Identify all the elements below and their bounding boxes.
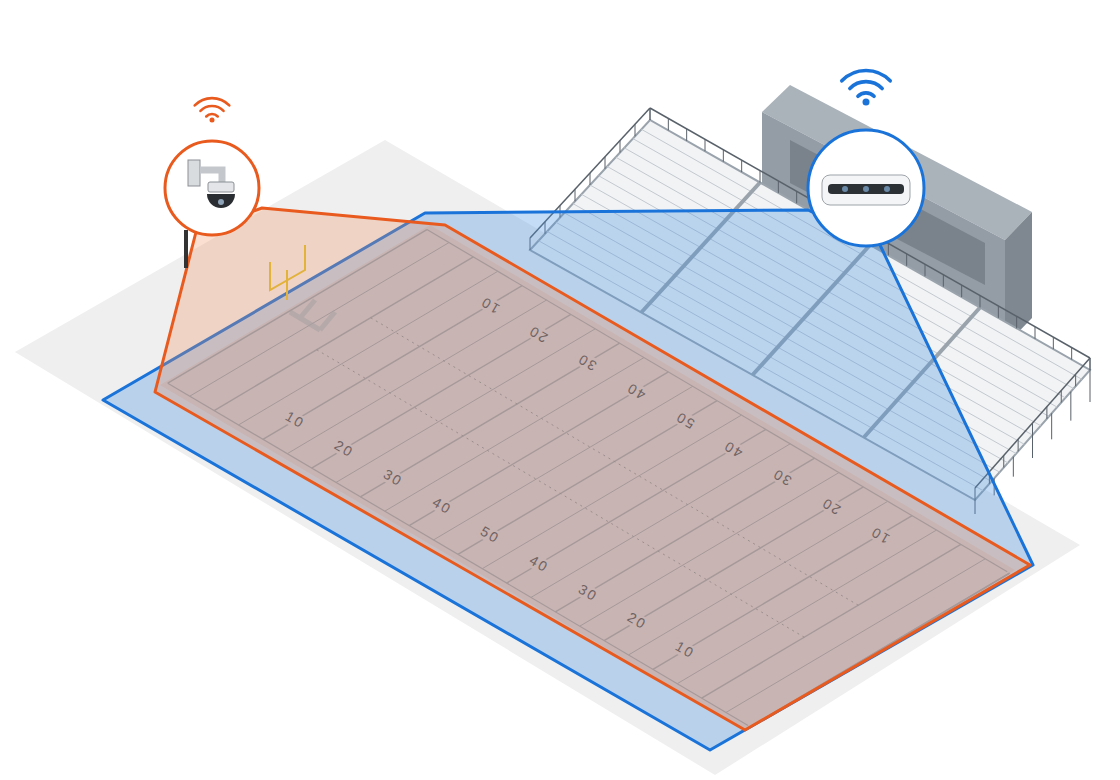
yard-number: 30 [573, 350, 601, 375]
yard-number: 10 [476, 292, 504, 317]
yard-number: 20 [524, 321, 552, 346]
yard-number: 40 [428, 494, 456, 519]
yard-number: 20 [817, 494, 845, 519]
goal-post [270, 245, 335, 330]
yard-number: 30 [379, 465, 407, 490]
ptz-coverage-outline [155, 208, 1030, 730]
yard-number: 30 [574, 580, 602, 605]
ptz-camera [165, 141, 259, 268]
yard-number: 50 [671, 407, 699, 432]
yard-number: 30 [768, 465, 796, 490]
yard-number: 40 [525, 551, 553, 576]
yard-number: 10 [671, 638, 699, 663]
yard-number: 40 [622, 379, 650, 404]
panoramic-camera [808, 130, 924, 246]
football-field [160, 225, 1015, 730]
ground [15, 140, 1080, 775]
yard-number: 50 [476, 523, 504, 548]
yard-number: 20 [623, 609, 651, 634]
yard-number: 10 [866, 522, 894, 547]
ptz-coverage-fill [155, 208, 1030, 730]
yard-number: 40 [719, 436, 747, 461]
wireless-symbol [195, 71, 890, 123]
yard-number: 10 [281, 408, 309, 433]
yard-number: 20 [330, 436, 358, 461]
